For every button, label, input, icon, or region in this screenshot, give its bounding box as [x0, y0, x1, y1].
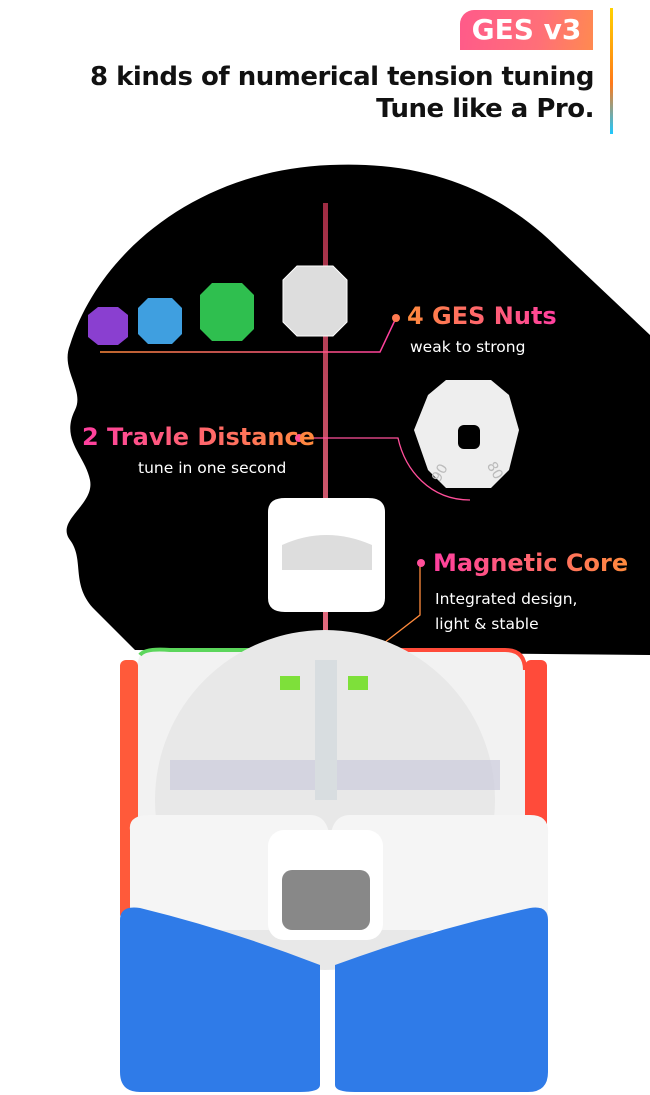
ges-nuts: [88, 265, 348, 345]
spacer-part: 90 80: [414, 380, 519, 488]
nuts-leader-line: [100, 317, 397, 353]
cube: [120, 630, 549, 1092]
marking-80: 80: [483, 459, 506, 482]
version-badge: GES v3: [460, 10, 593, 50]
headline-line1: 8 kinds of numerical tension tuning: [90, 62, 595, 92]
marking-90: 90: [429, 461, 452, 484]
core-leader-line: [374, 563, 421, 651]
feature-subtitle-core-1: Integrated design,: [435, 590, 578, 608]
feature-title-nuts: 4 GES Nuts: [407, 302, 557, 330]
headline-line2: Tune like a Pro.: [376, 94, 594, 124]
feature-subtitle-core-2: light & stable: [435, 615, 539, 633]
feature-title-travel: 2 Travle Distance: [82, 423, 316, 451]
accent-bar: [610, 8, 613, 134]
feature-title-core: Magnetic Core: [433, 549, 629, 577]
feature-subtitle-travel: tune in one second: [138, 459, 287, 477]
travel-leader-line: [300, 437, 471, 501]
center-cap: [268, 498, 385, 612]
feature-subtitle-nuts: weak to strong: [410, 338, 526, 356]
tension-rod: [323, 203, 328, 653]
